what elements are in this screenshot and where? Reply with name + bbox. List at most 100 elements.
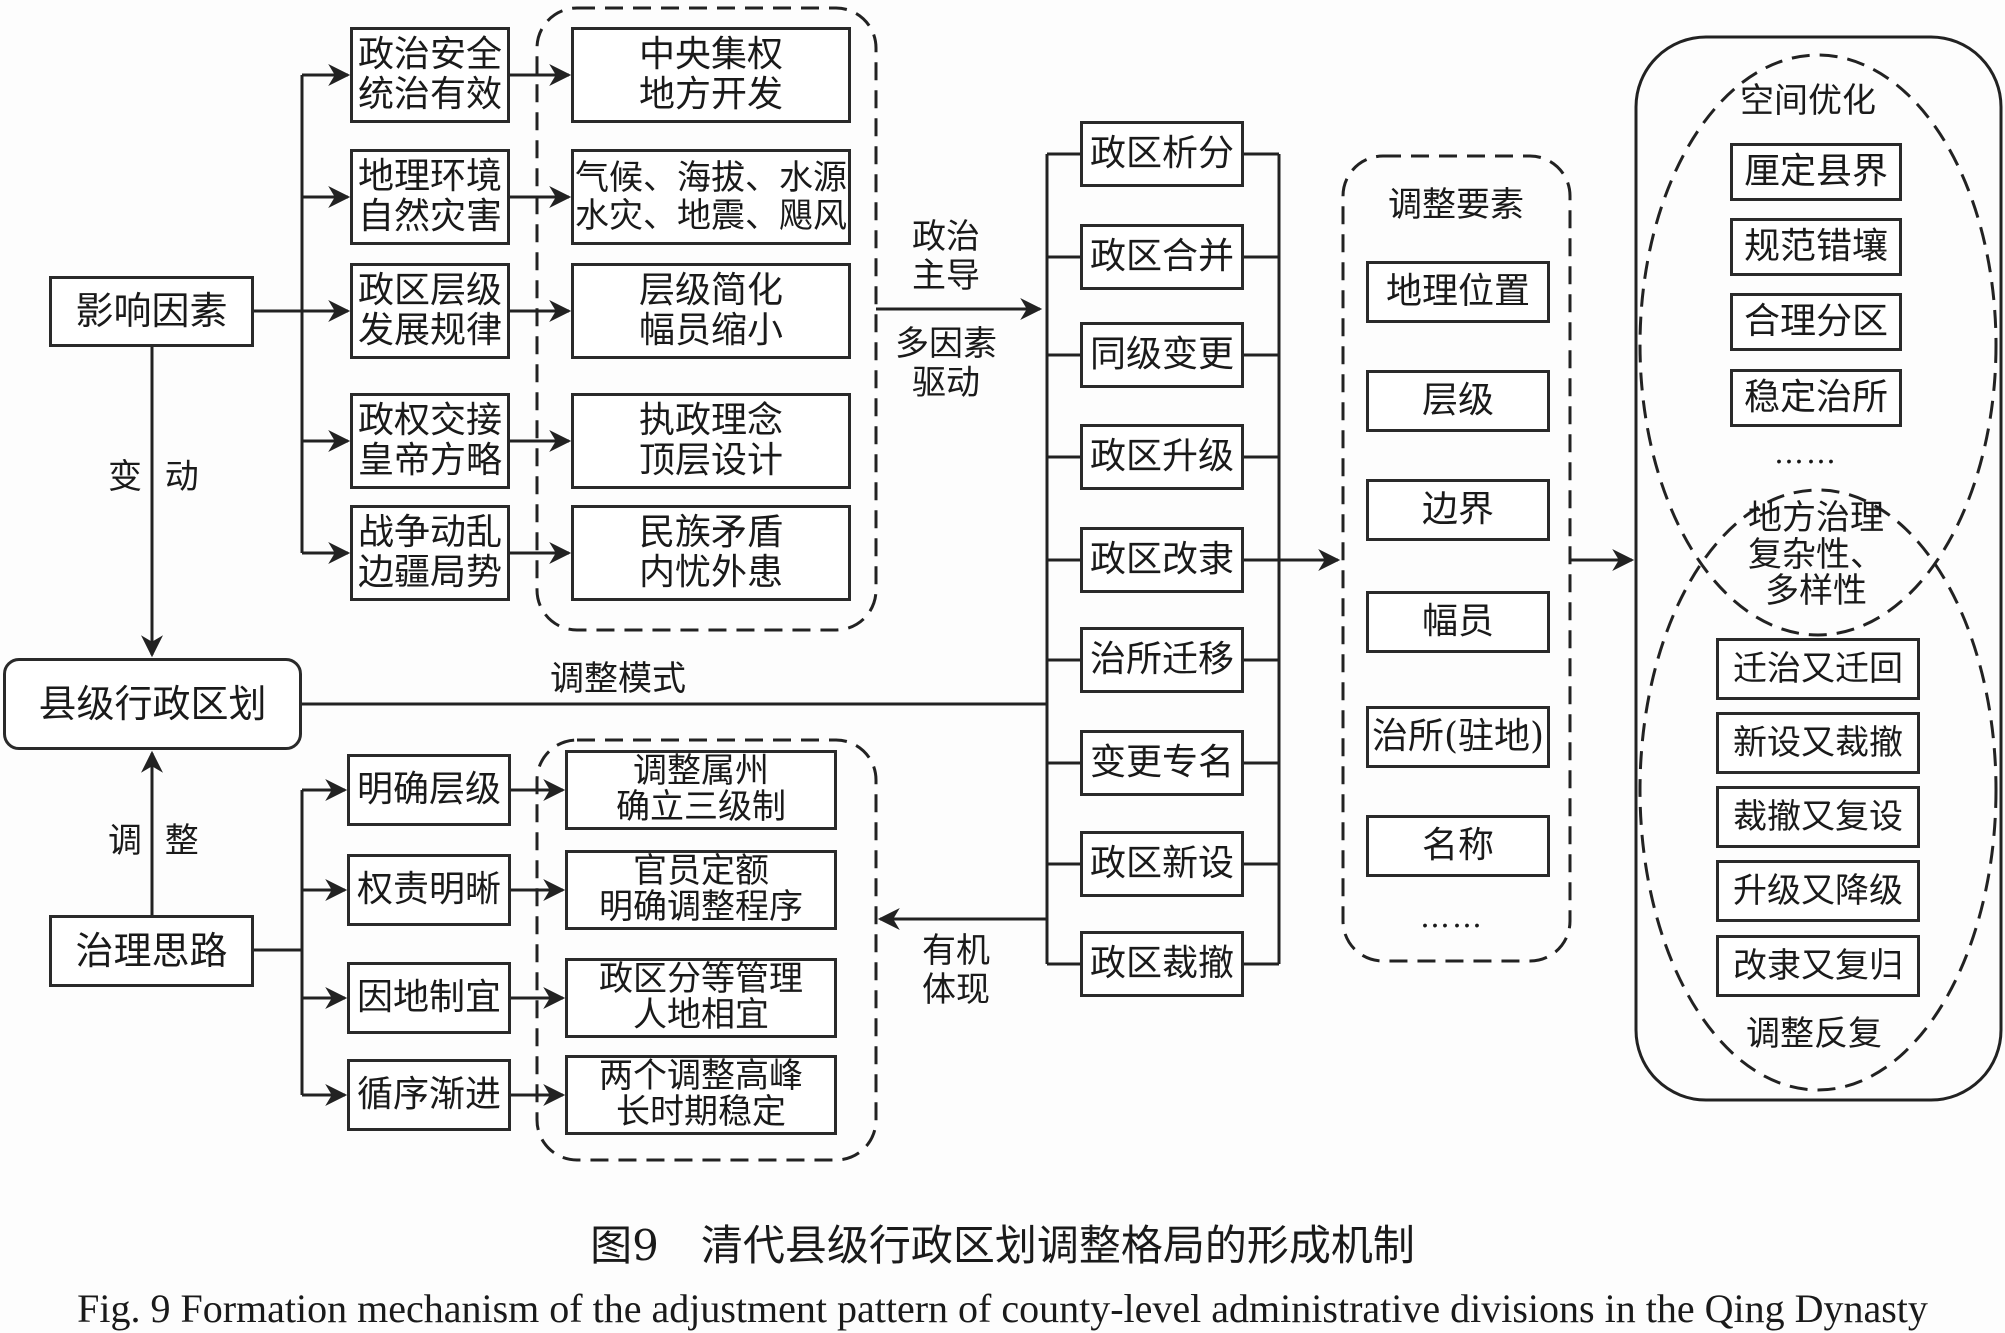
- process-box-5: 政区改隶: [1080, 527, 1244, 593]
- process-box-4: 政区升级: [1080, 424, 1244, 490]
- principle-label: 权责明晰: [356, 868, 501, 910]
- repeat-item-label: 迁治又迁回: [1733, 648, 1903, 689]
- spatial-ellipsis: ……: [1774, 436, 1838, 471]
- element-label: 治所(驻地): [1371, 715, 1545, 757]
- process-box-1: 政区析分: [1080, 121, 1244, 187]
- factor-detail-box-5-line-2: 内忧外患: [638, 552, 783, 593]
- change-label: 变 动: [108, 457, 205, 497]
- overlap-line-3: 多样性: [1765, 571, 1867, 612]
- factor-box-1-line-2: 统治有效: [357, 74, 502, 115]
- repeat-item-box-5: 改隶又复归: [1716, 935, 1920, 997]
- principle-detail-box-1-line-2: 确立三级制: [616, 787, 786, 827]
- repeat-item-box-4: 升级又降级: [1716, 860, 1920, 922]
- factor-box-5-line-1: 战争动乱: [357, 511, 502, 553]
- pattern-label: 调整模式: [550, 659, 686, 699]
- factor-detail-box-1-line-2: 地方开发: [638, 74, 783, 115]
- factor-detail-box-1-line-1: 中央集权: [638, 33, 783, 75]
- spatial-item-box-4: 稳定治所: [1730, 369, 1902, 427]
- principle-detail-group: [535, 738, 878, 1162]
- outcome-container: [1634, 35, 2003, 1102]
- principle-detail-box-2-line-2: 明确调整程序: [599, 887, 803, 927]
- element-label: 层级: [1421, 379, 1494, 421]
- element-box-3: 边界: [1366, 479, 1550, 541]
- element-box-6: 名称: [1366, 815, 1550, 877]
- spatial-item-label: 规范错壤: [1743, 225, 1888, 267]
- factor-detail-box-3-line-1: 层级简化: [638, 269, 783, 311]
- element-box-1: 地理位置: [1366, 261, 1550, 323]
- element-label: 幅员: [1421, 600, 1494, 642]
- factor-box-5: 战争动乱边疆局势: [350, 505, 510, 601]
- principle-label: 循序渐进: [356, 1073, 501, 1115]
- spatial-item-label: 厘定县界: [1743, 150, 1888, 192]
- spatial-title: 空间优化: [1740, 81, 1876, 121]
- factor-box-4: 政权交接皇帝方略: [350, 393, 510, 489]
- repeat-item-label: 改隶又复归: [1733, 945, 1903, 986]
- repeat-item-label: 升级又降级: [1733, 870, 1903, 911]
- overlap-label: 地方治理 复杂性、 多样性: [1748, 500, 1884, 610]
- principle-detail-box-3-line-2: 人地相宜: [633, 995, 769, 1035]
- county-division-label: 县级行政区划: [38, 681, 267, 726]
- drive-top-line-1: 政治: [912, 217, 980, 257]
- drive-label-top: 政治 主导: [912, 217, 980, 297]
- process-box-6: 治所迁移: [1080, 627, 1244, 693]
- overlap-line-1: 地方治理: [1748, 498, 1884, 538]
- repeat-item-box-1: 迁治又迁回: [1716, 638, 1920, 700]
- principle-detail-box-3-line-1: 政区分等管理: [599, 959, 803, 1000]
- principle-detail-box-1: 调整属州确立三级制: [565, 750, 837, 830]
- organic-label: 有机 体现: [922, 931, 990, 1011]
- adjust-label: 调 整: [108, 821, 205, 861]
- factor-box-1-line-1: 政治安全: [357, 33, 502, 75]
- element-label: 边界: [1421, 488, 1494, 530]
- principle-detail-box-3: 政区分等管理人地相宜: [565, 958, 837, 1038]
- process-box-7: 变更专名: [1080, 730, 1244, 796]
- factor-detail-box-1: 中央集权地方开发: [571, 27, 851, 123]
- factor-box-3-line-2: 发展规律: [357, 310, 502, 351]
- organic-line-1: 有机: [922, 931, 990, 971]
- organic-line-2: 体现: [922, 970, 990, 1011]
- process-box-3: 同级变更: [1080, 322, 1244, 388]
- process-box-9: 政区裁撤: [1080, 931, 1244, 997]
- factor-detail-box-5: 民族矛盾内忧外患: [571, 505, 851, 601]
- repeat-item-label: 新设又裁撤: [1733, 722, 1903, 763]
- influence-factors-label: 影响因素: [75, 289, 228, 334]
- spatial-item-box-2: 规范错壤: [1730, 218, 1902, 276]
- factor-box-2-line-2: 自然灾害: [357, 196, 502, 237]
- drive-bottom-line-2: 驱动: [912, 363, 980, 404]
- influence-factors-node: 影响因素: [49, 276, 254, 347]
- process-box-2: 政区合并: [1080, 224, 1244, 290]
- factor-detail-box-2-line-1: 气候、海拔、水源: [575, 157, 847, 198]
- principle-detail-box-2: 官员定额明确调整程序: [565, 850, 837, 930]
- factor-box-3-line-1: 政区层级: [357, 269, 502, 311]
- repeat-item-box-3: 裁撤又复设: [1716, 786, 1920, 848]
- principle-detail-box-2-line-1: 官员定额: [633, 851, 769, 892]
- principle-label: 因地制宜: [356, 976, 501, 1018]
- principle-box-2: 权责明晰: [347, 854, 511, 926]
- element-box-4: 幅员: [1366, 591, 1550, 653]
- figure-caption-cn: 图9 清代县级行政区划调整格局的形成机制: [590, 1221, 1415, 1270]
- principle-label: 明确层级: [356, 768, 501, 810]
- governance-ideas-label: 治理思路: [75, 928, 228, 973]
- factor-detail-group: [535, 6, 878, 632]
- spatial-item-label: 稳定治所: [1743, 376, 1888, 418]
- factor-box-4-line-2: 皇帝方略: [357, 440, 502, 481]
- overlap-line-2: 复杂性、: [1748, 534, 1884, 575]
- drive-top-line-2: 主导: [912, 256, 980, 297]
- factor-detail-box-2: 气候、海拔、水源水灾、地震、飓风: [571, 149, 851, 245]
- factor-box-2: 地理环境自然灾害: [350, 149, 510, 245]
- spatial-item-box-3: 合理分区: [1730, 293, 1902, 351]
- elements-title: 调整要素: [1388, 185, 1524, 225]
- element-box-5: 治所(驻地): [1366, 706, 1550, 768]
- drive-bottom-line-1: 多因素: [895, 324, 997, 364]
- process-label: 政区新设: [1089, 842, 1234, 884]
- factor-detail-box-4: 执政理念顶层设计: [571, 393, 851, 489]
- spatial-item-box-1: 厘定县界: [1730, 143, 1902, 201]
- factor-detail-box-4-line-2: 顶层设计: [638, 440, 783, 481]
- principle-detail-box-4: 两个调整高峰长时期稳定: [565, 1055, 837, 1135]
- element-box-2: 层级: [1366, 370, 1550, 432]
- principle-detail-box-1-line-1: 调整属州: [633, 751, 769, 792]
- drive-label-bottom: 多因素 驱动: [895, 324, 997, 404]
- factor-box-4-line-1: 政权交接: [357, 399, 502, 441]
- factor-detail-box-5-line-1: 民族矛盾: [638, 511, 783, 553]
- process-label: 政区裁撤: [1089, 942, 1234, 984]
